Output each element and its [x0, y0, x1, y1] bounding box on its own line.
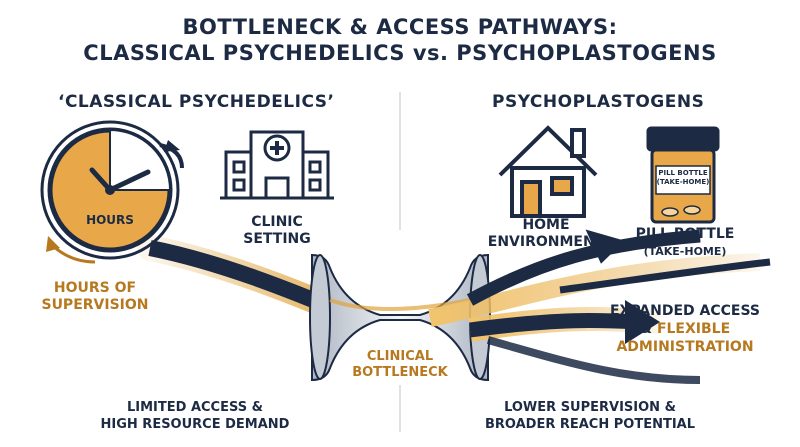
bottle-label-line-1: PILL BOTTLE: [635, 226, 735, 242]
right-arrow-top: [466, 229, 701, 306]
right-arrow-outer: [559, 258, 771, 294]
bottle-tag-line-2: (TAKE-HOME): [656, 178, 710, 186]
clinic-label-line-2: SETTING: [243, 231, 311, 247]
right-arrow-top-head: [585, 229, 625, 264]
home-label-line-1: HOME: [522, 217, 570, 233]
bottle-tag: PILL BOTTLE (TAKE-HOME): [656, 169, 710, 187]
clinic-label: CLINIC SETTING: [230, 214, 324, 248]
home-label-line-2: ENVIRONMENT: [487, 234, 605, 250]
right-summary: LOWER SUPERVISION & BROADER REACH POTENT…: [480, 399, 700, 433]
access-label-line-3: ADMINISTRATION: [616, 339, 754, 355]
home-label: HOME ENVIRONMENT: [476, 217, 616, 251]
access-label: EXPANDED ACCESS & FLEXIBLE ADMINISTRATIO…: [600, 302, 770, 356]
clinic-icon: [220, 130, 334, 200]
house-icon: [498, 125, 598, 218]
title-line-2: CLASSICAL PSYCHEDELICS vs. PSYCHOPLASTOG…: [83, 41, 717, 65]
bottle-tag-line-1: PILL BOTTLE: [658, 169, 708, 177]
access-label-ampersand: &: [639, 321, 657, 337]
right-arrow-mid-head: [625, 300, 660, 344]
supervision-label-line-1: HOURS OF: [53, 280, 137, 296]
left-summary-line-2: HIGH RESOURCE DEMAND: [100, 417, 290, 432]
bottleneck-label-line-2: BOTTLENECK: [352, 365, 448, 380]
right-heading: PSYCHOPLASTOGENS: [492, 92, 705, 112]
left-summary-line-1: LIMITED ACCESS &: [127, 400, 263, 415]
left-summary: LIMITED ACCESS & HIGH RESOURCE DEMAND: [100, 399, 290, 433]
clock-label: HOURS: [86, 213, 134, 227]
pill-bottle-icon: [646, 126, 720, 224]
title-line-1: BOTTLENECK & ACCESS PATHWAYS:: [182, 15, 618, 39]
bottle-label: PILL BOTTLE (TAKE-HOME): [625, 226, 745, 260]
bottleneck-label: CLINICAL BOTTLENECK: [336, 349, 464, 381]
supervision-label: HOURS OF SUPERVISION: [40, 280, 150, 314]
clock-icon: [40, 120, 184, 264]
clinic-label-line-1: CLINIC: [251, 214, 303, 230]
access-label-flexible: FLEXIBLE: [656, 321, 731, 337]
bottle-label-line-2: (TAKE-HOME): [643, 245, 727, 258]
access-label-line-2: & FLEXIBLE: [600, 320, 770, 338]
right-summary-line-2: BROADER REACH POTENTIAL: [484, 417, 696, 432]
left-heading: ‘CLASSICAL PSYCHEDELICS’: [58, 92, 335, 112]
bottleneck-label-line-1: CLINICAL: [366, 349, 434, 364]
access-label-line-1: EXPANDED ACCESS: [609, 303, 761, 319]
right-summary-line-1: LOWER SUPERVISION &: [504, 400, 676, 415]
supervision-label-line-2: SUPERVISION: [41, 297, 149, 313]
right-arrow-low: [486, 336, 701, 384]
